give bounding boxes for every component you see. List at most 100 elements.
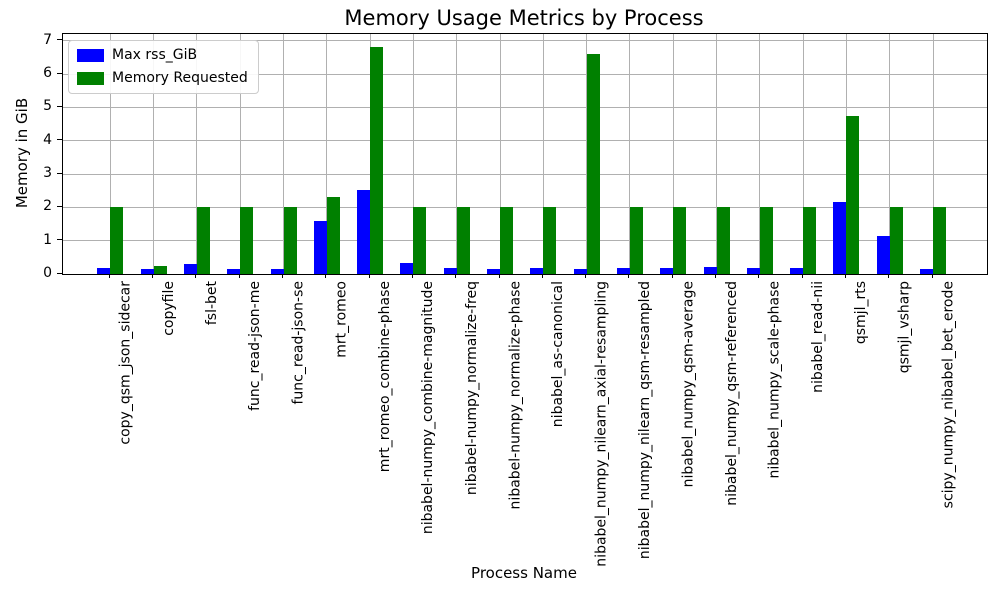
x-tick-mark [152,274,154,278]
bar-max-rss [443,268,457,274]
bar-max-rss [400,262,414,274]
x-tick-mark [411,274,413,278]
y-tick-mark [57,239,62,241]
x-tick-mark [931,274,933,278]
x-tick-mark [498,274,500,278]
bar-memory-requested [370,47,384,274]
x-tick-label: func_read-json-me [247,281,264,411]
x-gridline [196,34,198,274]
bar-max-rss [790,268,804,274]
x-gridline [412,34,414,274]
x-gridline [326,34,328,274]
legend-item-max-rss: Max rss_GiB [77,47,248,64]
x-tick-label: fsl-bet [203,281,220,326]
bar-memory-requested [759,207,773,274]
bar-max-rss [530,268,544,274]
y-tick-label: 3 [43,165,52,181]
x-gridline [239,34,241,274]
x-tick-label: copy_qsm_json_sidecar [117,281,134,445]
bar-memory-requested [196,207,210,274]
x-gridline [716,34,717,274]
x-tick-label: nibabel_numpy_scale-phase [766,281,783,479]
bar-max-rss [227,268,241,274]
y-tick-label: 7 [43,31,52,48]
x-gridline [802,34,804,274]
x-tick-label: func_read-json-se [290,281,307,405]
plot-area [62,33,988,275]
legend-item-memory-requested: Memory Requested [77,70,248,87]
bar-memory-requested [110,207,124,274]
x-tick-mark [195,274,197,278]
x-gridline [456,34,458,274]
y-gridline [63,40,987,42]
x-gridline [499,34,501,274]
bar-max-rss [746,268,760,274]
y-tick-mark [57,72,62,74]
bar-max-rss [660,268,674,274]
bar-max-rss [616,268,630,274]
chart-title: Memory Usage Metrics by Process [344,6,704,30]
x-tick-label: nibabel_as-canonical [550,281,567,428]
bar-max-rss [573,268,587,274]
x-gridline [542,34,544,274]
bar-max-rss [876,235,890,274]
x-axis-title: Process Name [471,564,577,582]
y-gridline [63,173,987,175]
bar-memory-requested [933,207,946,274]
bar-memory-requested [413,207,427,274]
y-tick-label: 5 [43,98,52,115]
legend-label: Max rss_GiB [112,47,198,63]
y-gridline [63,106,987,108]
x-tick-label: qsmjl_rts [853,281,870,345]
x-gridline [153,34,155,274]
x-tick-mark [715,274,716,278]
bar-memory-requested [803,207,817,274]
x-tick-label: nibabel_read-nii [810,281,827,393]
x-tick-label: nibabel_numpy_qsm-referenced [723,281,740,506]
bar-max-rss [920,268,933,274]
x-tick-mark [108,274,110,278]
x-tick-label: nibabel_numpy_qsm-average [680,281,697,488]
x-tick-label: nibabel-numpy_normalize-phase [507,281,523,510]
x-tick-label: qsmjl_vsharp [896,281,913,374]
x-tick-label: mrt_romeo_combine-phase [377,281,394,473]
y-tick-label: 4 [43,131,52,148]
x-tick-mark [801,274,803,278]
bar-max-rss [833,202,847,274]
bar-max-rss [183,263,197,274]
y-axis-title: Memory in GiB [13,97,31,209]
bar-memory-requested [500,207,513,274]
x-tick-mark [455,274,457,278]
x-tick-mark [282,274,283,278]
x-tick-label: scipy_numpy_nibabel_bet_erode [940,281,956,509]
x-tick-mark [585,274,587,278]
y-tick-mark [57,172,62,174]
y-tick-label: 6 [43,65,52,81]
x-tick-label: copyfile [160,281,177,336]
legend-label: Memory Requested [112,70,248,86]
x-gridline [932,34,934,274]
bar-max-rss [97,268,111,274]
y-gridline [63,206,987,208]
legend: Max rss_GiB Memory Requested [68,40,259,94]
x-tick-label: mrt_romeo [333,281,350,358]
bar-memory-requested [543,207,557,274]
x-gridline [283,34,284,274]
bar-memory-requested [456,207,470,274]
y-tick-label: 1 [43,231,52,248]
bar-memory-requested [629,207,643,274]
x-tick-label: nibabel-numpy_normalize-freq [463,281,480,496]
x-tick-label: nibabel-numpy_combine-magnitude [420,281,437,535]
legend-swatch-blue [77,49,104,62]
x-tick-mark [325,274,327,278]
bar-memory-requested [283,207,297,274]
x-tick-label: nibabel_numpy_nilearn_qsm-resampled [636,281,653,560]
y-tick-label: 2 [43,198,52,215]
legend-swatch-green [77,72,104,85]
bar-max-rss [313,220,327,274]
bar-memory-requested [716,207,730,274]
x-gridline [629,34,631,274]
bar-max-rss [703,267,717,274]
x-gridline [672,34,674,274]
